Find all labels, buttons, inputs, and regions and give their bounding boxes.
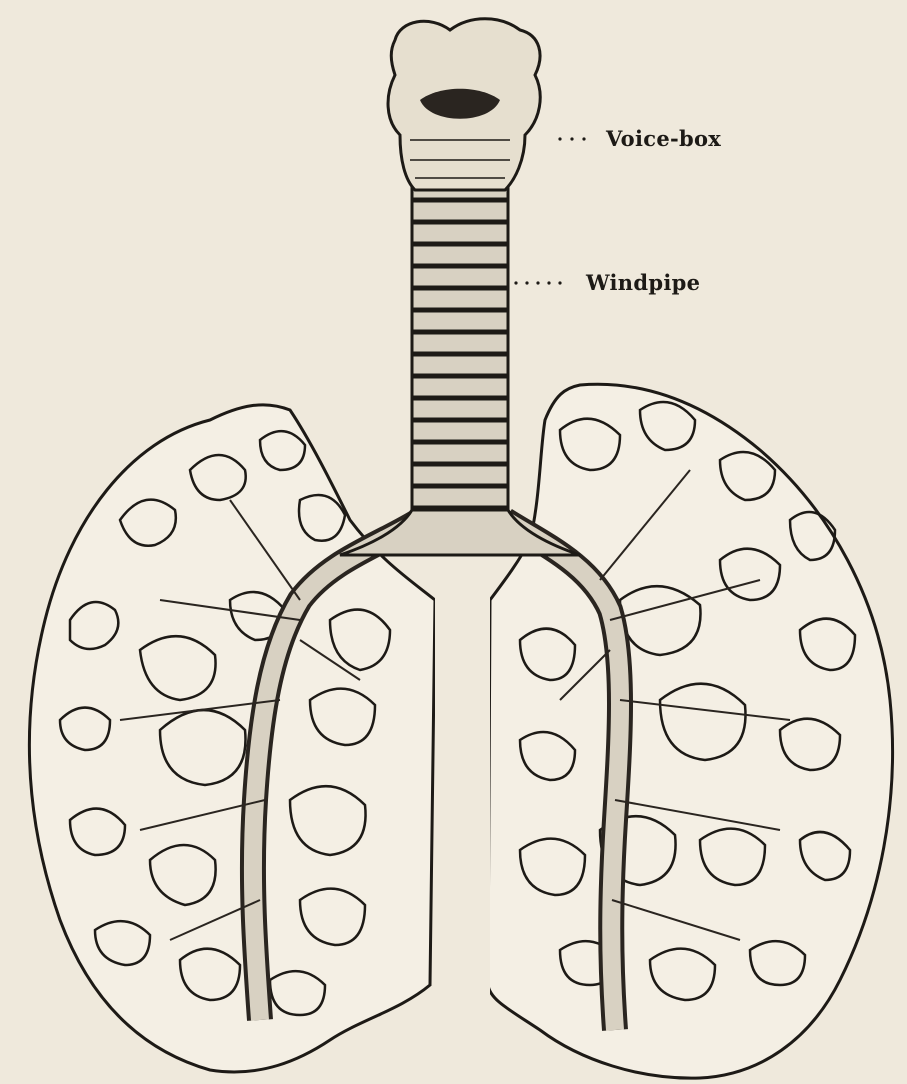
voice-box-label: Voice-box <box>606 126 721 151</box>
mediastinum-gap <box>435 581 490 1084</box>
voice-box-drawing <box>388 19 540 190</box>
windpipe-label: Windpipe <box>586 270 700 295</box>
